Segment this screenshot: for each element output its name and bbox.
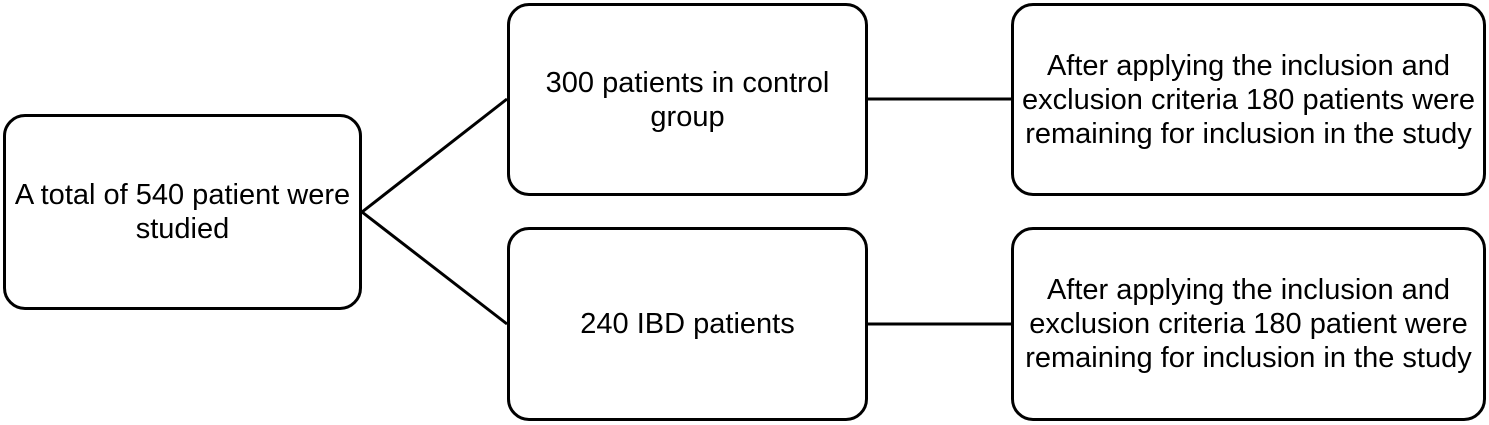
- node-total-studied-label: A total of 540 patient were studied: [14, 179, 351, 245]
- node-ibd-group: 240 IBD patients: [507, 227, 868, 421]
- edge-total-to-control: [361, 97, 508, 214]
- node-control-group-label: 300 patients in control group: [545, 66, 830, 133]
- node-total-studied: A total of 540 patient were studied: [3, 114, 362, 310]
- node-control-result-label: After applying the inclusion and exclusi…: [1022, 49, 1475, 150]
- node-ibd-result-label: After applying the inclusion and exclusi…: [1025, 274, 1472, 374]
- node-ibd-result: After applying the inclusion and exclusi…: [1011, 227, 1486, 421]
- node-control-group: 300 patients in control group: [507, 3, 868, 196]
- edge-total-to-ibd: [361, 210, 508, 326]
- node-control-result: After applying the inclusion and exclusi…: [1011, 3, 1486, 196]
- node-ibd-group-label: 240 IBD patients: [580, 308, 795, 340]
